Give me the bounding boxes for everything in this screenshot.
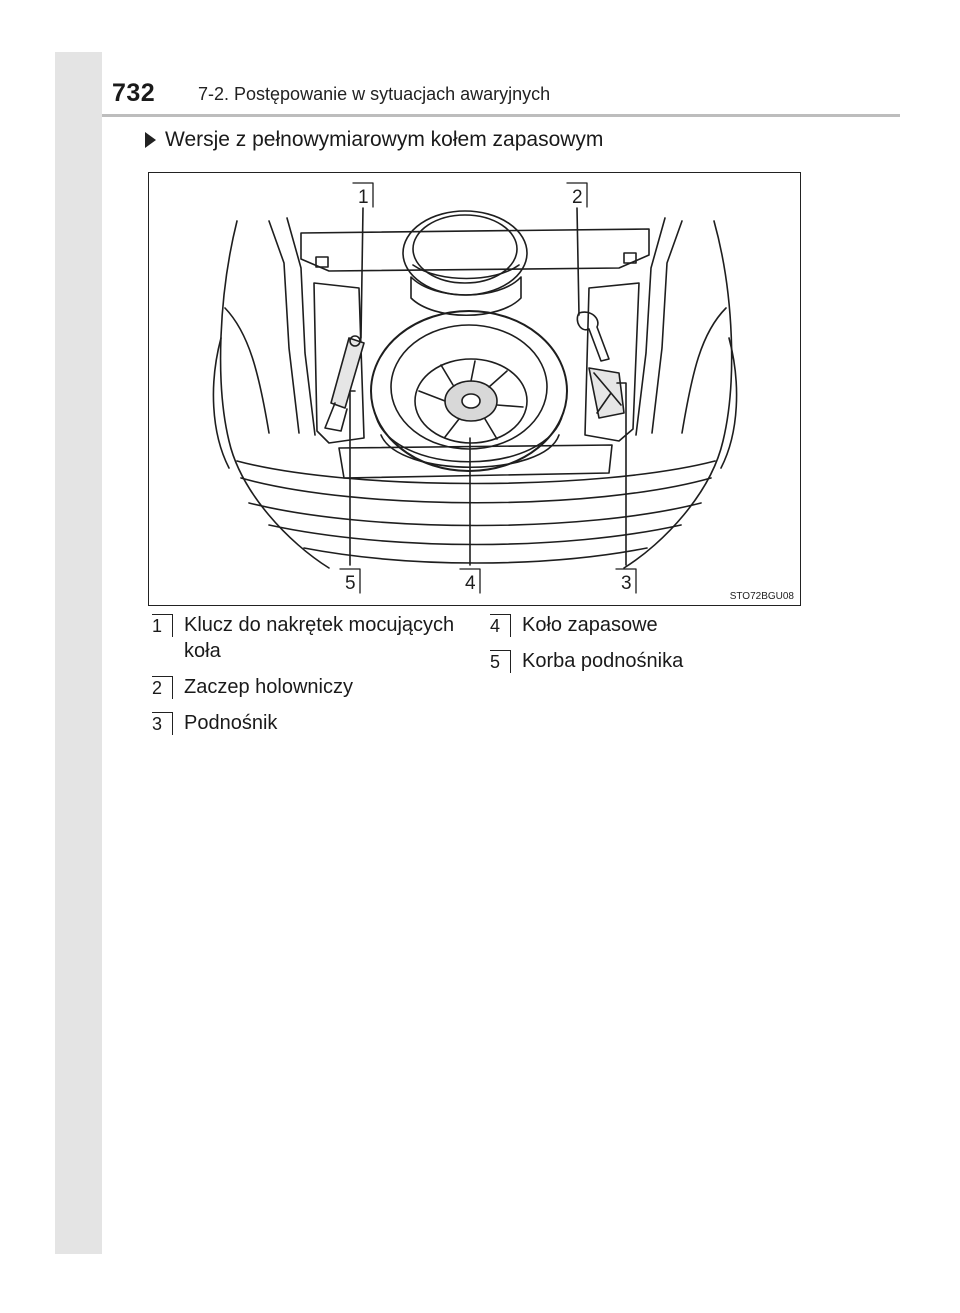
trunk-drawing: 1 2 3 4 5 (212, 182, 738, 594)
legend-number: 3 (152, 712, 173, 735)
legend-number: 4 (490, 614, 511, 637)
callout-5: 5 (345, 573, 356, 594)
callout-1: 1 (358, 187, 369, 208)
triangle-bullet-icon (145, 132, 156, 148)
legend-number: 1 (152, 614, 173, 637)
legend-text: Zaczep holowniczy (184, 676, 353, 698)
legend-right: 4 Koło zapasowe 5 Korba podnośnika (488, 612, 788, 684)
legend-text: Klucz do nakrętek mocujących koła (184, 614, 455, 662)
page-number: 732 (112, 79, 156, 107)
header-rule (102, 114, 900, 117)
side-band (55, 52, 102, 1254)
figure-code: STO72BGU08 (729, 591, 794, 602)
legend-item: 5 Korba podnośnika (488, 648, 788, 674)
legend-item: 4 Koło zapasowe (488, 612, 788, 638)
legend-left: 1 Klucz do nakrętek mocujących koła 2 Za… (150, 612, 468, 746)
legend-number: 5 (490, 650, 511, 673)
legend-item: 2 Zaczep holowniczy (150, 674, 468, 700)
section-title: 7-2. Postępowanie w sytuacjach awaryjnyc… (198, 84, 551, 104)
callout-2: 2 (572, 187, 583, 208)
subheading-text: Wersje z pełnowymiarowym kołem zapasowym (165, 128, 604, 151)
subheading: Wersje z pełnowymiarowym kołem zapasowym (145, 128, 603, 152)
legend-number: 2 (152, 676, 173, 699)
legend-item: 3 Podnośnik (150, 710, 468, 736)
callout-4: 4 (465, 573, 476, 594)
callout-3: 3 (621, 573, 632, 594)
legend-text: Korba podnośnika (522, 650, 684, 672)
page-header: 732 7-2. Postępowanie w sytuacjach awary… (102, 52, 900, 117)
legend-text: Koło zapasowe (522, 614, 658, 636)
trunk-illustration: 1 2 3 4 5 STO72BGU08 (148, 172, 801, 606)
legend-item: 1 Klucz do nakrętek mocujących koła (150, 612, 468, 664)
legend-text: Podnośnik (184, 712, 278, 734)
